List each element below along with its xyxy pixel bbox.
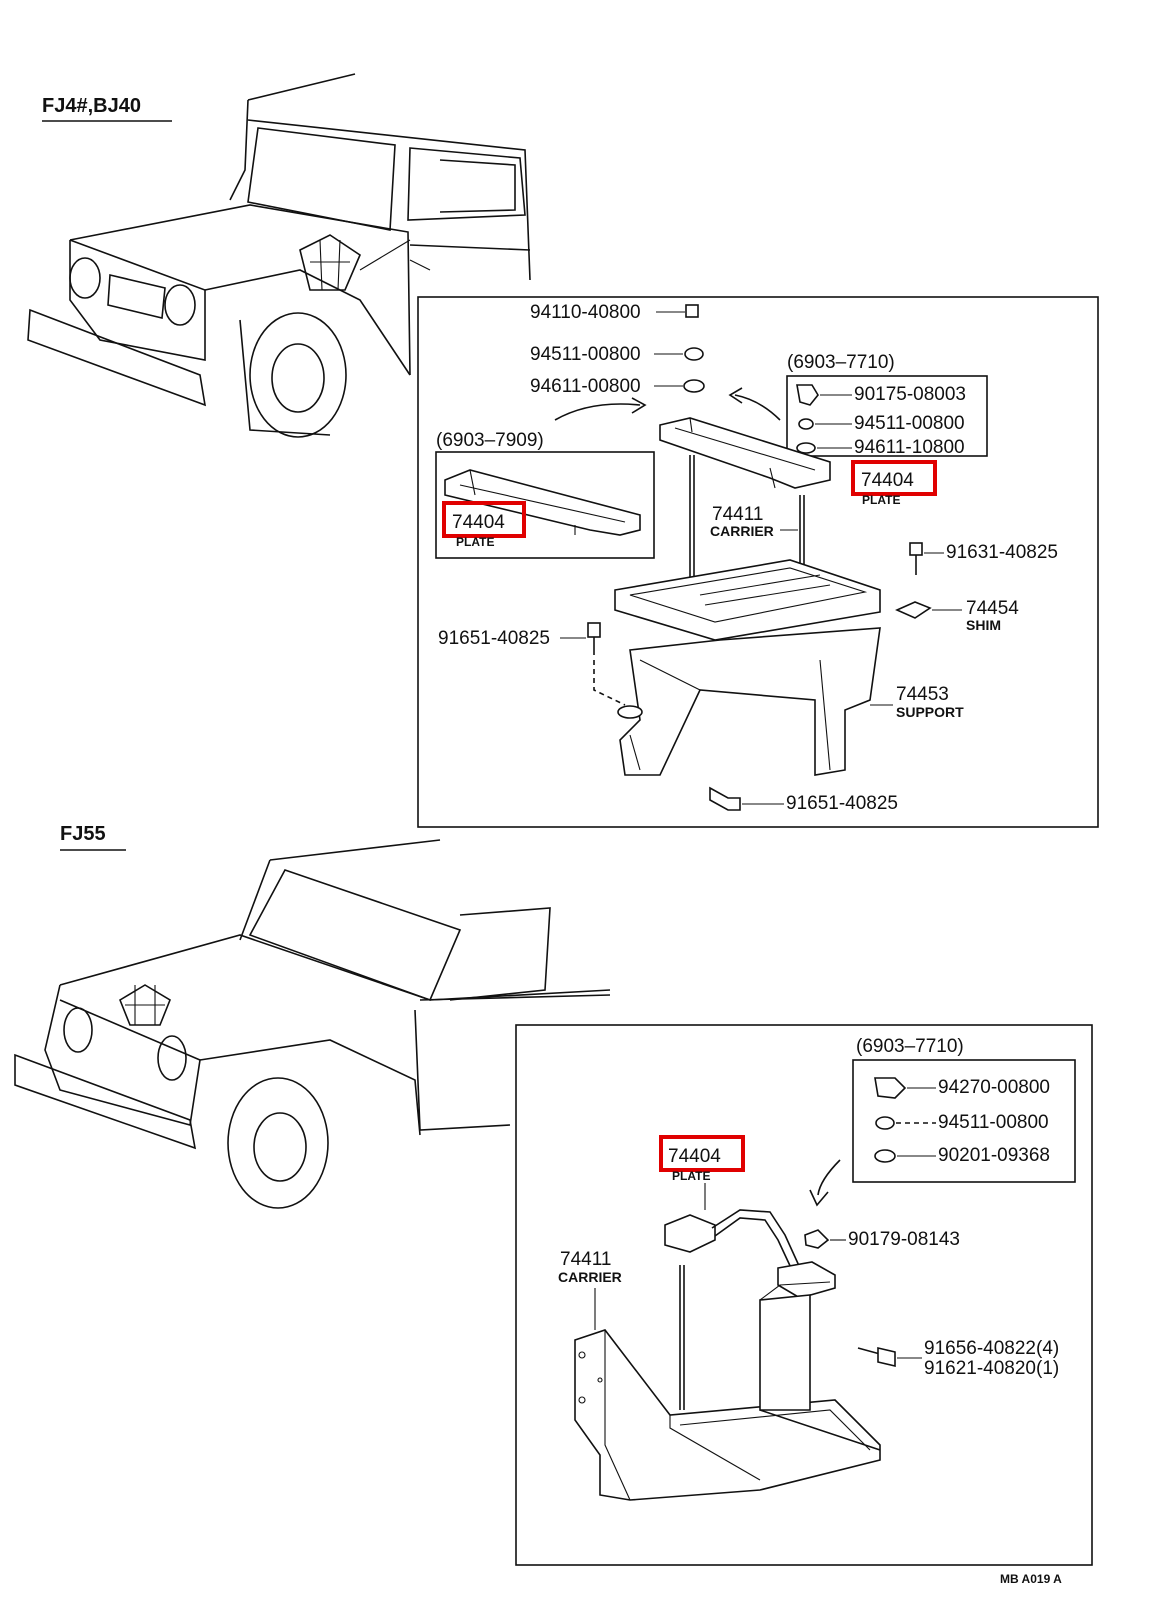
fj55-washer-icon xyxy=(874,1149,896,1163)
fj55-plate-name: PLATE xyxy=(672,1169,710,1183)
fj40-bolt-c-icon xyxy=(709,786,741,811)
fj40-washer2-icon xyxy=(796,442,816,454)
fj55-bolt-a-no: 91656-40822(4) xyxy=(924,1338,1059,1359)
fj40-truck-illustration xyxy=(27,73,531,438)
fj40-shim-no: 74454 xyxy=(966,598,1019,619)
fj55-new-date: (6903–7710) xyxy=(856,1036,964,1057)
fj55-plate-highlight xyxy=(659,1135,745,1172)
fj40-bolt-a-no: 91631-40825 xyxy=(946,542,1058,563)
fj40-nut-icon xyxy=(685,304,699,318)
fj40-detail-frame xyxy=(417,296,1099,828)
fj40-support-no: 74453 xyxy=(896,684,949,705)
fj55-detail-frame xyxy=(515,1024,1093,1566)
fj40-shim-icon xyxy=(895,601,932,619)
fj40-plate-highlight xyxy=(851,460,937,496)
fj55-washer-no: 90201-09368 xyxy=(938,1145,1050,1166)
fj55-arrow xyxy=(817,1159,841,1196)
fj40-legacy-date: (6903–7909) xyxy=(436,430,544,451)
fj55-plate-no: 74404 xyxy=(668,1146,721,1167)
fj55-plate-drawing xyxy=(664,1209,836,1299)
fj40-carrier-drawing xyxy=(614,455,881,776)
fj40-new-date: (6903–7710) xyxy=(787,352,895,373)
model-label-fj40: FJ4#,BJ40 xyxy=(42,95,141,117)
fj55-bolt-icon xyxy=(857,1346,896,1368)
fj40-new-box xyxy=(786,375,988,457)
fj40-arrow-left xyxy=(554,403,641,421)
fj40-legacy-plate-name: PLATE xyxy=(456,535,494,549)
fj40-washer-no: 94611-00800 xyxy=(530,376,641,397)
fj40-lockwasher-icon xyxy=(684,347,704,361)
fj40-carrier-name: CARRIER xyxy=(710,523,774,539)
fj40-nut-no: 94110-40800 xyxy=(530,302,641,323)
fj55-nut-icon xyxy=(804,1229,830,1249)
fj55-lockwasher-icon xyxy=(875,1116,895,1130)
fj55-bolt-b-no: 91621-40820(1) xyxy=(924,1358,1059,1379)
fj40-washer2-no: 94611-10800 xyxy=(854,437,965,458)
section-fj55: FJ55 (6903–7710) 94270-0080 xyxy=(14,823,1093,1586)
fj55-wingnut-icon xyxy=(874,1077,907,1099)
fj40-legacy-plate-drawing xyxy=(444,469,641,536)
fj55-carrier-no: 74411 xyxy=(560,1249,611,1270)
fj40-legacy-box xyxy=(435,451,655,559)
fj40-shim-name: SHIM xyxy=(966,617,1001,633)
fj40-bolt-b-icon xyxy=(587,622,601,655)
footer-code: MB A019 A xyxy=(1000,1572,1062,1586)
fj40-support-name: SUPPORT xyxy=(896,704,964,720)
fj40-bolt-a-icon xyxy=(909,542,923,575)
fj40-bolt-c-no: 91651-40825 xyxy=(786,793,898,814)
fj40-lockwasher2-no: 94511-00800 xyxy=(854,413,965,434)
fj40-plate-no: 74404 xyxy=(861,470,914,491)
fj40-legacy-plate-highlight xyxy=(442,501,526,538)
fj55-new-box xyxy=(852,1059,1076,1183)
fj40-legacy-plate-no: 74404 xyxy=(452,512,505,533)
model-label-fj55: FJ55 xyxy=(60,823,106,845)
fj40-carrier-no: 74411 xyxy=(712,504,763,525)
fj40-wingnut-icon xyxy=(796,384,819,406)
fj40-plate-name: PLATE xyxy=(862,493,900,507)
section-fj40: FJ4#,BJ40 ( xyxy=(27,73,1099,828)
fj40-washer-icon xyxy=(683,379,705,393)
fj40-plate-drawing xyxy=(659,417,831,489)
fj55-truck-illustration xyxy=(14,839,611,1209)
fj40-arrow-right xyxy=(734,394,781,421)
fj55-carrier-drawing xyxy=(574,1265,881,1501)
fj55-lockwasher-no: 94511-00800 xyxy=(938,1112,1049,1133)
fj40-lockwasher-no: 94511-00800 xyxy=(530,344,641,365)
fj40-wingnut-no: 90175-08003 xyxy=(854,384,966,405)
fj40-lockwasher2-icon xyxy=(798,418,814,430)
fj40-bolt-b-no: 91651-40825 xyxy=(438,628,550,649)
fj55-nut-no: 90179-08143 xyxy=(848,1229,960,1250)
fj40-bolt-b-guide xyxy=(593,660,626,706)
fj55-wingnut-no: 94270-00800 xyxy=(938,1077,1050,1098)
fj55-carrier-name: CARRIER xyxy=(558,1269,622,1285)
